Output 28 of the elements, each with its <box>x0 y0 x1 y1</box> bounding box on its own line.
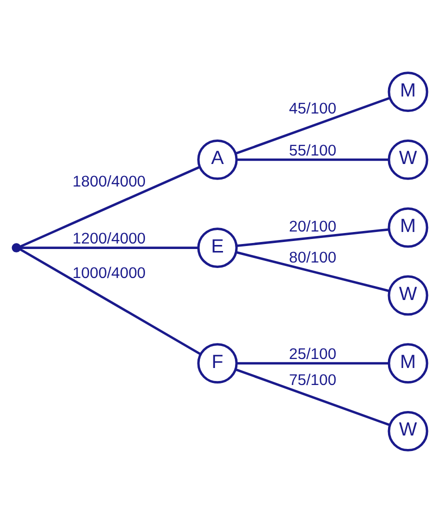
node-circle: F <box>197 342 238 384</box>
node-circle: A <box>197 138 238 180</box>
edge-label: 1200/4000 <box>72 230 146 248</box>
edge-label: 25/100 <box>289 346 336 363</box>
connector <box>20 246 198 248</box>
connector <box>20 165 200 248</box>
connector <box>236 228 389 247</box>
node-circle: W <box>388 410 428 451</box>
edge-label: 55/100 <box>289 142 336 159</box>
node-circle: W <box>388 274 428 316</box>
edge-label: 1800/4000 <box>72 172 146 190</box>
connector <box>235 96 390 154</box>
node-circle: M <box>388 342 428 384</box>
edge-label: 20/100 <box>289 218 336 236</box>
node-circle: M <box>388 206 428 248</box>
node-circle: W <box>388 138 428 180</box>
edge-label: 80/100 <box>289 249 336 266</box>
node-circle: E <box>197 227 238 268</box>
node-point <box>12 242 21 252</box>
connector <box>236 158 389 160</box>
connector <box>236 362 389 364</box>
node-circle: M <box>388 71 428 112</box>
connector <box>236 250 390 292</box>
edge-label: 45/100 <box>289 100 336 118</box>
edge-label: 75/100 <box>289 372 336 389</box>
connector <box>19 248 202 355</box>
connector <box>235 368 390 426</box>
edge-label: 1000/4000 <box>72 264 146 282</box>
